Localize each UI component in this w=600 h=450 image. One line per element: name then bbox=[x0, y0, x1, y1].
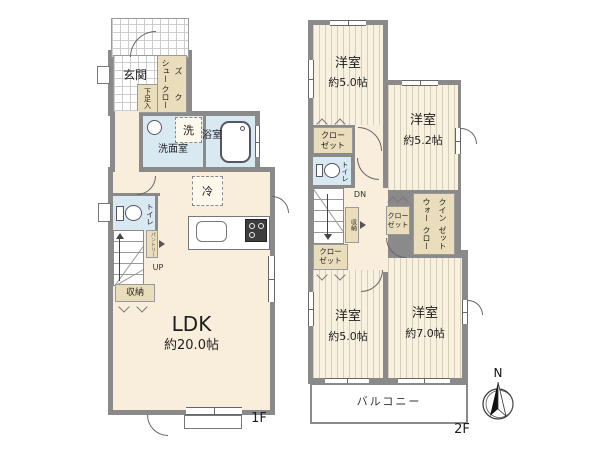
vanity-sink bbox=[147, 120, 162, 135]
toilet-1f-label: トイレ bbox=[145, 202, 155, 226]
closet-sw-label: クロー ゼット bbox=[319, 247, 342, 265]
wall-toilet-2f-bottom bbox=[313, 185, 353, 188]
ldk-right-window bbox=[268, 256, 275, 302]
stairs-down-label: DN bbox=[353, 190, 367, 200]
bedroom-se-right-window bbox=[462, 300, 468, 324]
bedroom-sw-left-window bbox=[308, 292, 314, 326]
shoe-box-label: 下足入 bbox=[143, 88, 152, 109]
walkin-closet bbox=[413, 193, 455, 255]
pantry bbox=[146, 230, 158, 258]
ldk-side-door-arc bbox=[272, 196, 289, 213]
bathtub bbox=[220, 121, 251, 163]
bedroom-sw-name: 洋室 bbox=[334, 308, 361, 324]
storage-1f-label: 収納 bbox=[125, 287, 144, 298]
entrance-label: 玄関 bbox=[113, 68, 157, 84]
wall-toilet-2f-top bbox=[313, 153, 353, 157]
bedroom-nw-left-window bbox=[308, 60, 314, 98]
stairs-up-label: UP bbox=[152, 263, 164, 273]
stove-burner bbox=[249, 223, 255, 229]
meter-box bbox=[98, 203, 111, 222]
shoe-box bbox=[137, 84, 158, 113]
toilet-2f-bowl bbox=[324, 163, 340, 178]
shoes-cloak-label: シューズ クローク bbox=[161, 59, 183, 109]
toilet-2f-label: トイレ bbox=[341, 161, 350, 182]
bedroom-se-name: 洋室 bbox=[411, 305, 438, 321]
closet-mid-label: クロー ゼット bbox=[387, 212, 409, 229]
stair-down-arrow-head bbox=[324, 234, 332, 240]
fridge-label: 冷 bbox=[202, 185, 213, 198]
storage-2f-label: 収納 bbox=[349, 219, 357, 231]
stair-winder-line bbox=[314, 189, 343, 234]
bathtub-drain bbox=[240, 126, 245, 131]
stove bbox=[245, 219, 267, 242]
ldk-name-label: LDK bbox=[171, 311, 212, 336]
bedroom-nw-top-window bbox=[330, 20, 366, 26]
balcony bbox=[310, 383, 468, 424]
staircase-2f bbox=[313, 188, 344, 244]
toilet-1f-tank bbox=[116, 206, 124, 221]
floor1-label: 1F bbox=[251, 410, 267, 426]
staircase-1f bbox=[113, 230, 144, 286]
bedroom-e-window-arc bbox=[461, 128, 477, 144]
fridge-space: 冷 bbox=[192, 176, 223, 206]
compass: N bbox=[482, 366, 514, 420]
bedroom-e-size: 約5.2帖 bbox=[403, 133, 443, 147]
wall-toilet-1f-top bbox=[113, 193, 160, 196]
hallway-1f bbox=[115, 111, 139, 173]
washroom-label: 洗面室 bbox=[158, 144, 188, 156]
bedroom-se-size: 約7.0帖 bbox=[405, 326, 445, 340]
ldk-terrace-door-arc bbox=[147, 415, 168, 436]
storage-2f-door-marker bbox=[360, 221, 366, 229]
bedroom-e-floor bbox=[388, 85, 458, 190]
stair-up-arrow-line bbox=[119, 239, 120, 281]
bedroom-nw-floor bbox=[313, 25, 383, 125]
bedroom-se-floor bbox=[388, 258, 462, 378]
bedroom-e-name: 洋室 bbox=[409, 112, 436, 128]
toilet-1f-bowl bbox=[125, 205, 142, 221]
storage-1f bbox=[115, 284, 155, 302]
closet-mid bbox=[386, 206, 410, 235]
wall-toilet-2f-right bbox=[351, 153, 355, 188]
compass-needle-light bbox=[497, 381, 507, 418]
wall-washroom-bath bbox=[203, 116, 206, 167]
toilet-2f-tank bbox=[316, 164, 323, 177]
laundry-space: 洗 bbox=[175, 117, 202, 143]
storage-2f bbox=[345, 207, 359, 243]
closet-sw bbox=[313, 244, 348, 270]
stair-down-arrow-line bbox=[327, 194, 328, 234]
bathroom-window bbox=[255, 126, 260, 157]
ldk-bottom-window bbox=[186, 407, 242, 415]
meter-box bbox=[97, 66, 110, 84]
bedroom-sw-size: 約5.0帖 bbox=[328, 329, 368, 343]
balcony-label: バルコニー bbox=[356, 394, 422, 408]
closet-nw-label: クロー ゼット bbox=[321, 131, 345, 150]
walkin-closet-label: ウォークイン クローゼット bbox=[422, 198, 447, 250]
laundry-label: 洗 bbox=[183, 124, 194, 137]
wall-toilet-1f-right bbox=[155, 193, 158, 235]
bedroom-nw-size: 約5.0帖 bbox=[328, 75, 368, 89]
pantry-label: パントリー bbox=[149, 231, 156, 257]
compass-needle-dark bbox=[490, 382, 498, 416]
kitchen-sink bbox=[196, 221, 227, 242]
bedroom-nw-name: 洋室 bbox=[334, 55, 361, 71]
ldk-size-label: 約20.0帖 bbox=[164, 337, 219, 353]
pantry-door-marker bbox=[159, 240, 165, 248]
entrance-text: 玄関 bbox=[122, 68, 147, 83]
bedroom-e-right-window bbox=[455, 128, 461, 154]
stair-up-arrow-head bbox=[116, 233, 124, 239]
stove-burner bbox=[258, 223, 264, 229]
stove-burner bbox=[249, 232, 255, 238]
closet-nw bbox=[313, 127, 353, 154]
bedroom-e-top-window bbox=[402, 80, 438, 86]
shoes-cloak bbox=[157, 55, 187, 113]
bedroom-se-window-arc bbox=[468, 300, 483, 315]
floor2-label: 2F bbox=[454, 421, 470, 437]
bathroom-label: 浴室 bbox=[202, 130, 222, 142]
compass-north-label: N bbox=[494, 366, 503, 380]
porch-step bbox=[184, 415, 242, 429]
